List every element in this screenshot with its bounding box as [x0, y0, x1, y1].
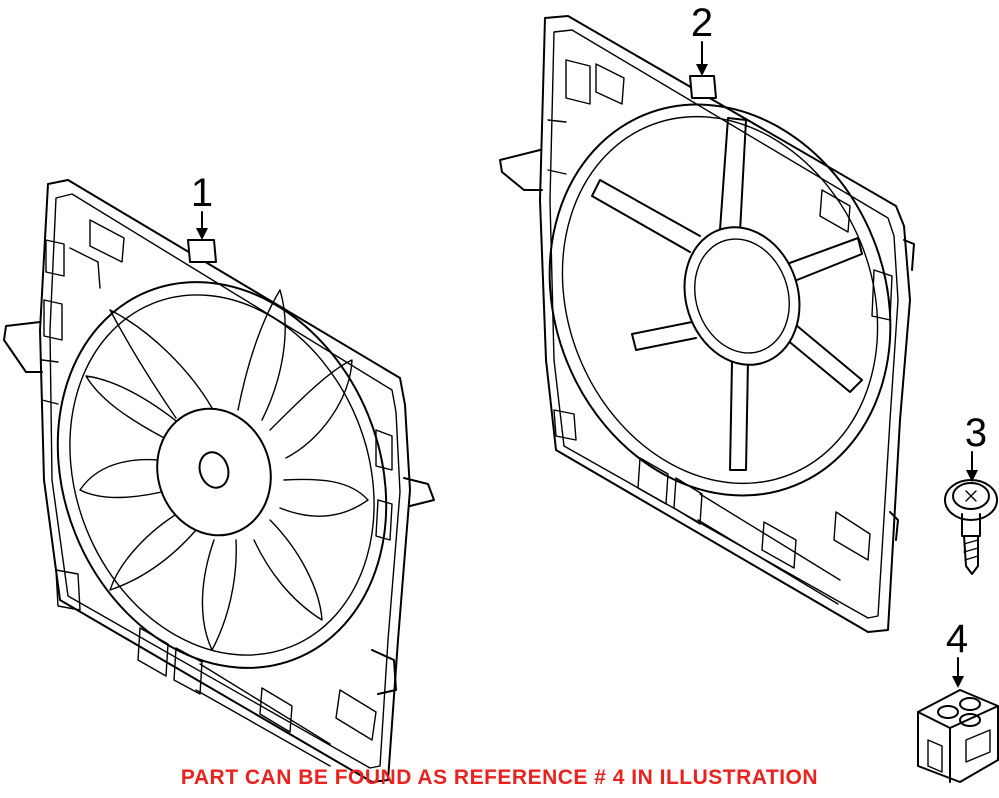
- arrow-down-icon: [952, 676, 964, 688]
- callout-label-3: 3: [965, 411, 987, 455]
- reference-note: PART CAN BE FOUND AS REFERENCE # 4 IN IL…: [180, 766, 819, 789]
- mount-bushing-icon: [917, 689, 999, 783]
- arrow-down-icon: [196, 228, 208, 240]
- screw-icon: [944, 479, 998, 575]
- callout-label-2: 2: [691, 1, 713, 45]
- callout-2: 2: [691, 1, 713, 76]
- fan-assembly-icon: [3, 179, 435, 783]
- callout-label-1: 1: [191, 171, 213, 215]
- callout-label-4: 4: [946, 617, 968, 661]
- arrow-down-icon: [696, 64, 708, 76]
- callout-1: 1: [191, 171, 213, 240]
- callout-4: 4: [946, 617, 968, 688]
- callout-3: 3: [965, 411, 987, 482]
- fan-shroud-icon: [499, 15, 915, 633]
- arrow-down-icon: [966, 470, 978, 482]
